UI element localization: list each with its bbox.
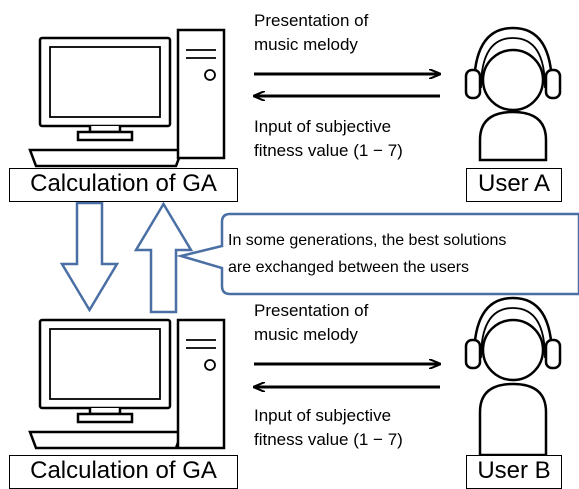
top-input-label-line2: fitness value (1 − 7)	[254, 141, 403, 160]
callout-bubble	[176, 212, 579, 296]
bottom-user-label: User B	[466, 455, 562, 489]
down-exchange-arrow	[59, 201, 120, 313]
top-user-headphones-icon	[464, 26, 562, 162]
bottom-system-label: Calculation of GA	[9, 455, 238, 489]
bottom-presentation-label-line1: Presentation of	[254, 301, 369, 320]
bottom-computer-icon	[28, 318, 226, 450]
callout-text-line2: are exchanged between the users	[228, 259, 470, 276]
bottom-input-label-line2: fitness value (1 − 7)	[254, 430, 403, 449]
up-exchange-arrow	[133, 201, 194, 314]
top-presentation-label-line1: Presentation of	[254, 11, 369, 30]
top-input-label-line1: Input of subjective	[254, 117, 392, 136]
top-computer-icon	[28, 28, 226, 168]
bottom-input-label-line1: Input of subjective	[254, 406, 392, 425]
callout-text-line1: In some generations, the best solutions	[228, 232, 507, 249]
bottom-presentation-label-line2: music melody	[254, 325, 358, 344]
top-system-label: Calculation of GA	[9, 168, 238, 202]
top-user-label: User A	[466, 168, 562, 202]
top-presentation-label-line2: music melody	[254, 35, 358, 54]
bottom-user-headphones-icon	[464, 296, 562, 457]
